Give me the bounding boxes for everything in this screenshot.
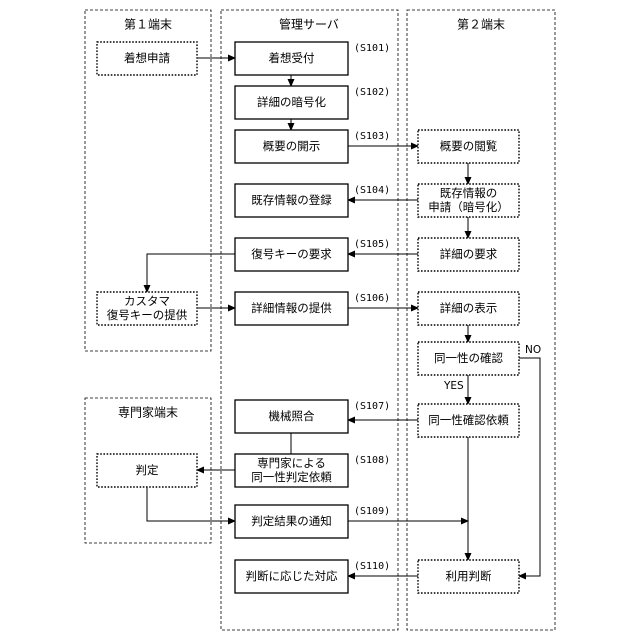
step-label-s_register: (S104) (354, 185, 390, 196)
step-label-s_machine: (S107) (354, 401, 390, 412)
step-label-s_provide: (S106) (354, 293, 390, 304)
node-t2_view: 概要の閲覧 (418, 130, 519, 163)
node-text-t2_apply: 既存情報の (440, 186, 498, 200)
node-text-s_machine: 機械照合 (269, 409, 315, 423)
node-text-t2_confreq: 同一性確認依頼 (428, 413, 509, 427)
node-s_receive: 着想受付 (S101) (235, 42, 390, 75)
node-t2_show: 詳細の表示 (418, 292, 519, 325)
node-ex_judge: 判定 (97, 454, 197, 487)
node-s_encrypt: 詳細の暗号化 (S102) (235, 86, 390, 119)
node-text-s_encrypt: 詳細の暗号化 (257, 95, 326, 109)
lane-title-terminal1: 第１端末 (124, 18, 172, 32)
node-text-s_provide: 詳細情報の提供 (251, 301, 332, 315)
node-text-s_respond: 判断に応じた対応 (246, 569, 338, 583)
node-text-s_receive: 着想受付 (269, 51, 315, 65)
step-label-s_receive: (S101) (354, 43, 390, 54)
node-text-s_keyreq: 復号キーの要求 (251, 247, 332, 261)
node-t1_idea: 着想申請 (97, 42, 197, 75)
step-label-s_keyreq: (S105) (354, 239, 390, 250)
node-text-s_disclose: 概要の開示 (263, 139, 321, 153)
lane-title-terminal2: 第２端末 (457, 18, 505, 32)
step-label-s_encrypt: (S102) (354, 87, 390, 98)
node-t1_custom: カスタマ復号キーの提供 (97, 292, 197, 325)
node-text-t1_custom: カスタマ (124, 294, 170, 308)
edge-keyreq-to-custom (147, 254, 235, 292)
node-text-t2_decide: 利用判断 (446, 569, 492, 583)
node-text-t1_custom: 復号キーの提供 (107, 308, 188, 322)
node-s_machine: 機械照合 (S107) (235, 400, 390, 433)
node-text-s_expertreq: 専門家による (257, 456, 326, 470)
node-s_expertreq: 専門家による同一性判定依頼 (S108) (235, 454, 390, 487)
node-text-s_notify: 判定結果の通知 (251, 514, 332, 528)
node-t2_decide: 利用判断 (418, 560, 519, 593)
node-t2_detailreq: 詳細の要求 (418, 238, 519, 271)
node-text-t2_view: 概要の閲覧 (440, 139, 498, 153)
node-text-t1_idea: 着想申請 (124, 51, 170, 65)
step-label-s_expertreq: (S108) (354, 455, 390, 466)
lane-title-server: 管理サーバ (279, 17, 339, 32)
lane-title-expert: 専門家端末 (118, 405, 178, 420)
node-text-t2_apply: 申請（暗号化） (428, 200, 509, 214)
edge-judge-to-notify (147, 487, 235, 521)
edge-confirm-no (519, 358, 540, 576)
node-t2_confirm: 同一性の確認 (418, 342, 519, 375)
node-text-ex_judge: 判定 (136, 463, 159, 477)
node-text-s_register: 既存情報の登録 (251, 193, 332, 207)
node-text-t2_show: 詳細の表示 (440, 301, 498, 315)
edge-label-no: NO (525, 344, 541, 356)
step-label-s_disclose: (S103) (354, 131, 390, 142)
step-label-s_notify: (S109) (354, 506, 390, 517)
node-text-t2_detailreq: 詳細の要求 (440, 247, 498, 261)
node-text-s_expertreq: 同一性判定依頼 (251, 470, 332, 484)
node-t2_confreq: 同一性確認依頼 (418, 404, 519, 437)
node-text-t2_confirm: 同一性の確認 (434, 351, 503, 365)
edge-label-yes: YES (443, 380, 464, 392)
step-label-s_respond: (S110) (354, 561, 390, 572)
node-t2_apply: 既存情報の申請（暗号化） (418, 184, 519, 217)
